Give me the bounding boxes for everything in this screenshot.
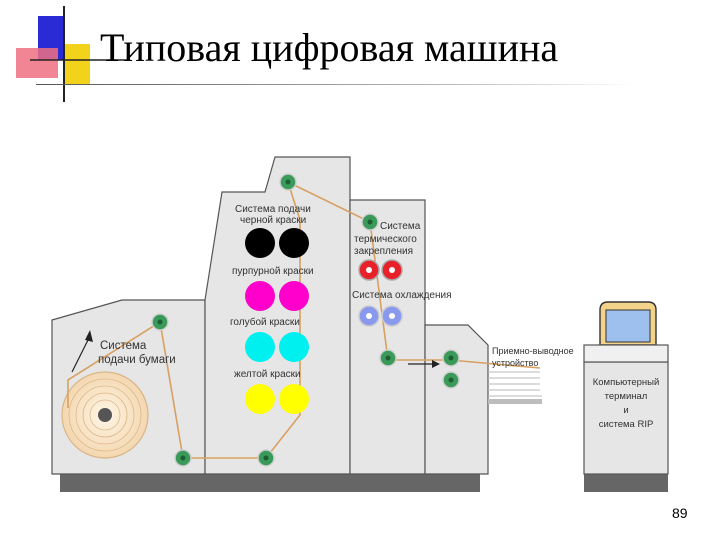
- machine-base: [60, 474, 480, 492]
- cooling-label: Система охлаждения: [352, 290, 452, 301]
- paper-feed-label-line2: подачи бумаги: [98, 354, 176, 366]
- paper-roll: [61, 371, 149, 459]
- paper-feed-label-line1: Система: [100, 340, 147, 352]
- output-arrow: [408, 360, 440, 368]
- paper-path: [67, 180, 541, 459]
- deco-red-square: [16, 48, 58, 78]
- terminal-label-line3: и: [623, 405, 628, 416]
- output-label-line1: Приемно-выводное: [492, 346, 574, 356]
- terminal-label-line2: терминал: [605, 391, 648, 402]
- thermal-label-line2: термического: [354, 234, 417, 245]
- guide-roller-centers: [157, 179, 454, 461]
- page-number: 89: [672, 505, 688, 521]
- output-section: [424, 324, 489, 475]
- yellow-ink-drums: [245, 384, 309, 414]
- title-decoration: [16, 6, 130, 102]
- black-ink-drums: [245, 228, 309, 258]
- title-underline: [36, 84, 636, 85]
- monitor-screen: [605, 309, 651, 343]
- terminal-cabinet: [583, 361, 669, 475]
- thermal-label-line1: Система: [380, 221, 421, 232]
- magenta-label: пурпурной краски: [232, 266, 314, 277]
- terminal-base: [584, 474, 668, 492]
- deco-yellow-square: [64, 44, 90, 84]
- terminal-keyboard-shelf: [583, 344, 669, 363]
- computer-terminal: Компьютерный терминал и система RIP: [583, 301, 669, 475]
- guide-rollers: [151, 173, 460, 467]
- cooling-rollers: [358, 305, 403, 327]
- yellow-label: желтой краски: [234, 369, 301, 380]
- fuser-rollers: [358, 259, 403, 281]
- black-feed-label-line2: черной краски: [240, 215, 306, 226]
- terminal-label-line1: Компьютерный: [593, 377, 660, 388]
- feed-arrow: [71, 330, 93, 373]
- magenta-ink-drums: [245, 281, 309, 311]
- output-tray: [488, 371, 542, 404]
- cyan-ink-drums: [245, 332, 309, 362]
- black-feed-label-line1: Система подачи: [235, 204, 311, 215]
- slide-title: Типовая цифровая машина: [100, 25, 559, 70]
- terminal-label-line4: система RIP: [599, 419, 654, 430]
- cyan-label: голубой краски: [230, 316, 300, 328]
- output-label-line2: устройство: [492, 358, 538, 368]
- thermal-label-line3: закрепления: [354, 246, 413, 257]
